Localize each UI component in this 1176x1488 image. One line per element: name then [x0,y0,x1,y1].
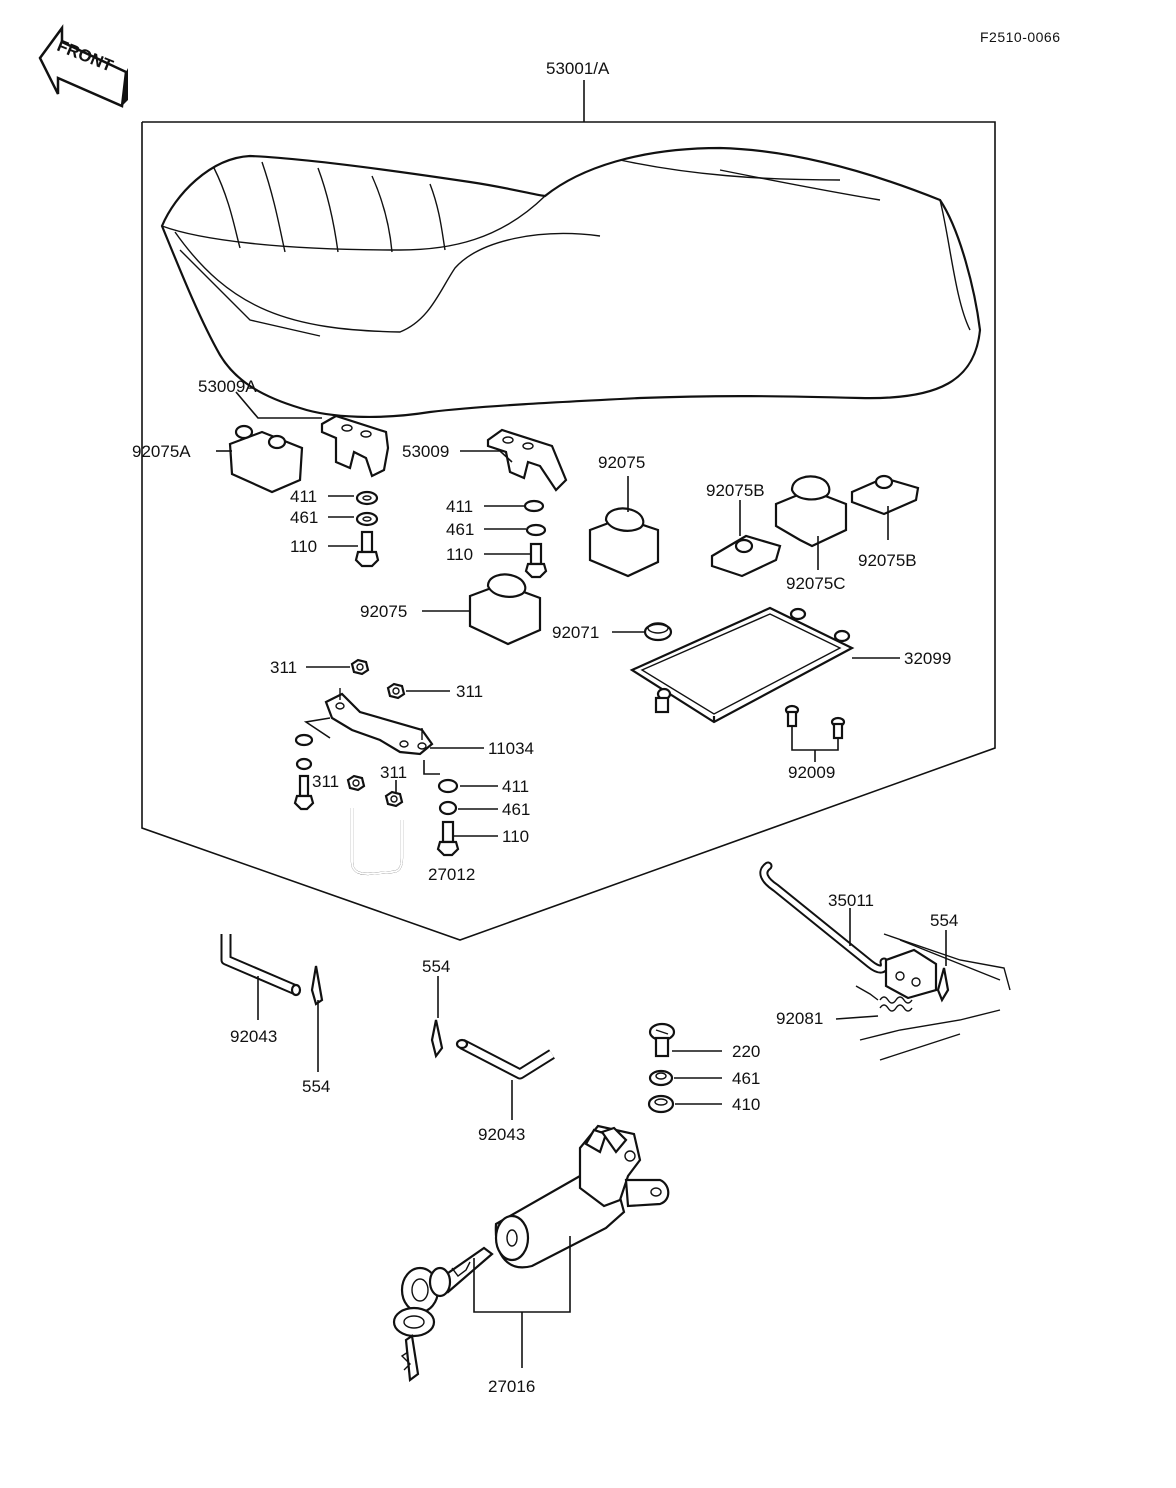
pad-92075B-right [850,474,920,516]
bracket-11034 [324,688,434,756]
damper-92075C [774,475,848,548]
washer-410 [647,1094,675,1114]
assembly-label: 53001/A [546,59,610,78]
label-110-left: 110 [290,537,317,556]
label-554-mid: 554 [422,957,450,976]
label-461-left: 461 [290,508,318,527]
frame-hinge-plate [859,933,1011,1061]
pad-92075B-upper [710,534,782,578]
seat-hook-35011 [759,861,889,974]
grommet-92071 [643,622,673,642]
bracket-53009 [486,428,568,492]
seat-lock-27016 [494,1124,670,1269]
clip-554-right [936,967,950,1003]
label-411-mid: 411 [446,497,473,516]
label-27016: 27016 [488,1377,535,1396]
pin-92043-left [220,934,302,997]
label-110-low: 110 [502,827,529,846]
nut-311-b [386,682,406,700]
label-32099: 32099 [904,649,951,668]
washer-461-lock [648,1069,674,1087]
label-92075A: 92075A [132,442,191,461]
label-220: 220 [732,1042,760,1061]
label-411-low: 411 [502,777,529,796]
label-92081: 92081 [776,1009,823,1028]
label-461-mid: 461 [446,520,474,539]
label-53009A: 53009A [198,377,257,396]
fastener-stack-mid [523,499,548,579]
label-461-lock: 461 [732,1069,760,1088]
label-311-c: 311 [312,772,339,791]
label-92075C: 92075C [786,574,846,593]
label-410: 410 [732,1095,760,1114]
fastener-stack-left-lower [293,733,315,811]
label-35011: 35011 [828,891,874,910]
label-53009: 53009 [402,442,449,461]
label-92009: 92009 [788,763,835,782]
clip-554-left [310,965,324,1006]
clip-554-mid [430,1019,444,1059]
label-92043-left: 92043 [230,1027,277,1046]
label-311-a: 311 [270,658,297,677]
key-icon [392,1246,494,1383]
label-311-d: 311 [380,763,407,782]
label-411-left: 411 [290,487,317,506]
label-92071: 92071 [552,623,599,642]
label-92043-mid: 92043 [478,1125,525,1144]
damper-92075-lower [468,573,542,646]
label-311-b: 311 [456,682,483,701]
label-92075-lower: 92075 [360,602,407,621]
damper-92075-upper [588,507,660,578]
fastener-stack-lower [436,778,460,857]
screw-220 [648,1022,676,1058]
label-92075B-upper: 92075B [706,481,765,500]
ubolt-27012 [350,808,404,876]
front-arrow-icon: FRONT [38,24,128,108]
damper-92075A [228,424,304,494]
label-110-mid: 110 [446,545,473,564]
pin-92043-mid [455,1038,555,1080]
nut-311-a [350,658,370,676]
nut-311-d [384,790,404,808]
label-461-low: 461 [502,800,530,819]
label-27012: 27012 [428,865,475,884]
seat-assembly-frame: 53001/A [141,59,996,941]
nut-311-c [346,774,366,792]
label-92075-upper: 92075 [598,453,645,472]
seat-illustration [160,146,982,419]
tray-32099 [629,606,855,724]
label-554-right: 554 [930,911,958,930]
label-554-left: 554 [302,1077,330,1096]
label-11034: 11034 [488,739,534,758]
bracket-53009A [320,414,390,478]
drawing-code: F2510-0066 [980,29,1061,45]
fastener-stack-left [354,490,380,568]
screws-92009 [784,704,846,740]
spring-92081 [855,985,913,1012]
label-92075B-right: 92075B [858,551,917,570]
